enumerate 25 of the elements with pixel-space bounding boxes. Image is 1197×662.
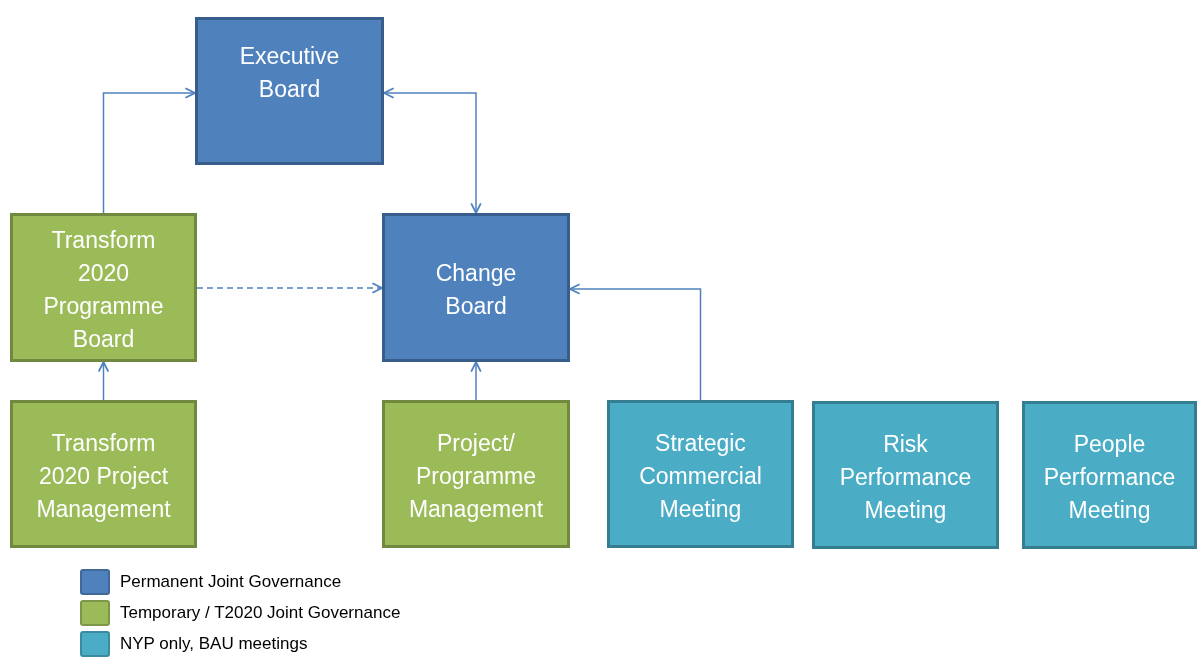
box-label: Strategic Commercial Meeting — [638, 428, 763, 524]
process-box — [10, 213, 197, 362]
process-box — [1022, 401, 1197, 549]
arrow — [97, 361, 110, 401]
process-box — [10, 400, 197, 548]
process-box — [382, 213, 570, 362]
box-label: Risk Performance Meeting — [839, 429, 972, 525]
box-label: Change Board — [434, 258, 518, 321]
box-label: People Performance Meeting — [1043, 429, 1176, 525]
legend-label: Temporary / T2020 Joint Governance — [120, 603, 401, 623]
process-box — [195, 17, 384, 165]
process-box — [382, 400, 570, 548]
dashed-arrow — [196, 282, 383, 294]
legend-label: NYP only, BAU meetings — [120, 634, 308, 654]
box-label: Transform 2020 Programme Board — [42, 225, 165, 354]
arrow — [102, 87, 196, 214]
process-box — [812, 401, 999, 549]
process-box — [607, 400, 794, 548]
arrow — [470, 361, 482, 401]
legend-label: Permanent Joint Governance — [120, 572, 342, 592]
arrow — [383, 87, 482, 214]
box-label: Project/ Programme Management — [408, 428, 544, 524]
box-label: Executive Board — [238, 42, 341, 104]
arrow — [569, 283, 702, 401]
box-label: Transform 2020 Project Management — [36, 428, 171, 524]
